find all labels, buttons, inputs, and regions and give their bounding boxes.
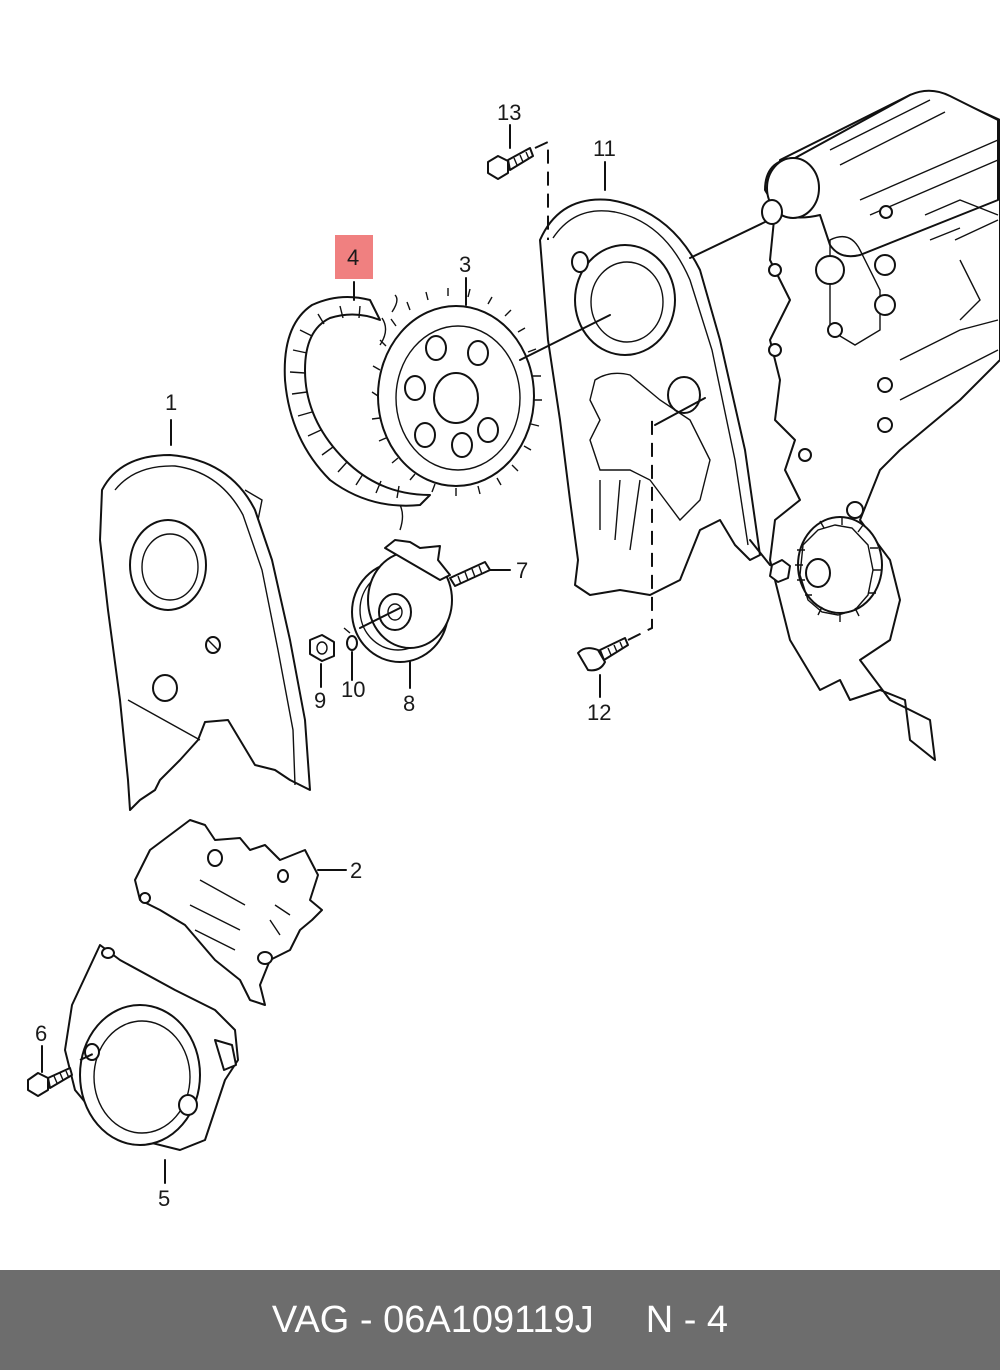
exploded-parts-diagram: 1 2 3 4 5 6 7 8 9 10 11 12 13 [27,89,1000,1211]
bolts [27,147,629,1097]
upper-timing-cover [99,454,311,811]
camshaft-sprocket [371,288,611,496]
rear-timing-cover [539,198,761,596]
assembly-lines [79,140,771,1061]
tensioner-pulley [351,539,491,663]
nut-and-clip [309,627,358,662]
callout-5: 5 [158,1186,170,1211]
callout-13: 13 [497,100,521,125]
callout-8: 8 [403,691,415,716]
callout-1: 1 [165,390,177,415]
callout-9: 9 [314,688,326,713]
part-number-text: VAG - 06A109119J [271,1298,594,1341]
callout-3: 3 [459,252,471,277]
part-number-footer: VAG - 06A109119J N - 4 [0,1270,1000,1370]
middle-timing-cover [134,819,323,1006]
callout-12: 12 [587,700,611,725]
callout-labels: 1 2 3 4 5 6 7 8 9 10 11 12 13 [35,100,616,1211]
callout-4: 4 [347,245,359,270]
diagram-position-text: N - 4 [645,1298,729,1341]
engine-block-drawing [761,89,1000,761]
callout-6: 6 [35,1021,47,1046]
timing-belt [283,294,431,531]
callout-10: 10 [341,677,365,702]
leader-lines [41,124,606,1184]
callout-11: 11 [593,136,616,161]
callout-7: 7 [516,558,528,583]
lower-timing-cover [64,944,239,1151]
callout-2: 2 [350,858,362,883]
highlight-box-4 [335,235,373,279]
